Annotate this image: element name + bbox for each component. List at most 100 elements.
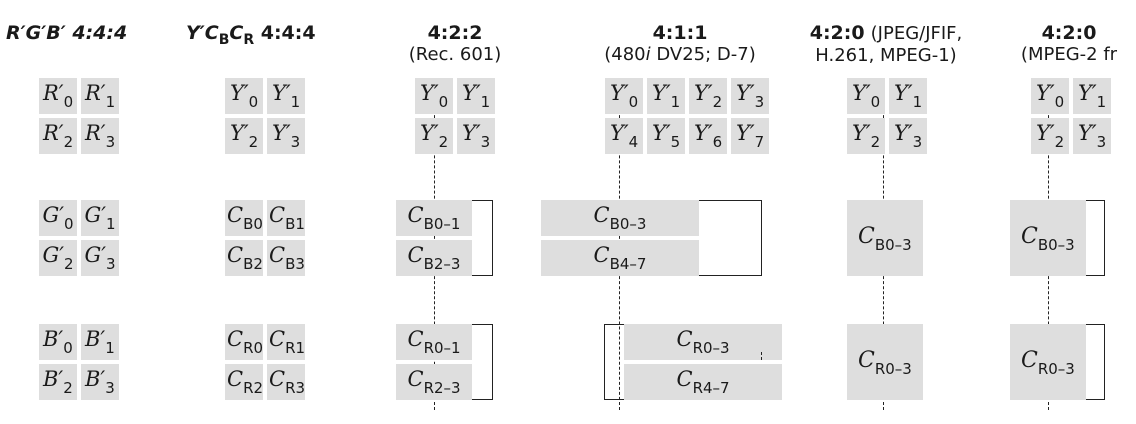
ycc-cb1-cell: CB1 bbox=[267, 200, 305, 236]
heading-420-jpeg-sub: H.261, MPEG-1) bbox=[815, 45, 957, 66]
heading-411-sub: (480i DV25; D-7) bbox=[604, 44, 756, 65]
ycc-cb2-cell: CB2 bbox=[225, 240, 263, 276]
s411-cr-bracket bbox=[604, 324, 625, 400]
heading-420-jpeg-paren: (JPEG/JFIF, bbox=[870, 23, 963, 44]
heading-420-mpeg2: 4:2:0 (MPEG-2 fr bbox=[1002, 22, 1136, 66]
s411-cb03-cell-label: CB0–3 bbox=[593, 203, 647, 233]
s422-cr01-cell-label: CR0–1 bbox=[407, 327, 461, 357]
rgb-r2-cell-label: R′2 bbox=[43, 121, 74, 151]
s411-cr47-cell: CR4–7 bbox=[624, 364, 782, 400]
ycc-cr2-cell: CR2 bbox=[225, 364, 263, 400]
ycc-cb0-cell-label: CB0 bbox=[227, 203, 263, 233]
rgb-b1-cell-label: B′1 bbox=[85, 327, 115, 357]
rgb-r0-cell: R′0 bbox=[39, 78, 77, 114]
ycc-cb1-cell-label: CB1 bbox=[269, 203, 305, 233]
rgb-b0-cell-label: B′0 bbox=[43, 327, 73, 357]
rgb-b3-cell: B′3 bbox=[81, 364, 119, 400]
s422-y0-cell: Y′0 bbox=[415, 78, 453, 114]
heading-420-jpeg-title: 4:2:0 bbox=[809, 22, 865, 44]
heading-422: 4:2:2 (Rec. 601) bbox=[395, 22, 515, 66]
rgb-b3-cell-label: B′3 bbox=[85, 367, 115, 397]
rgb-r2-cell: R′2 bbox=[39, 118, 77, 154]
rgb-r3-cell-label: R′3 bbox=[85, 121, 116, 151]
s420jpeg-y0-cell: Y′0 bbox=[847, 78, 885, 114]
s411-y5-cell-label: Y′5 bbox=[652, 121, 681, 151]
rgb-r1-cell: R′1 bbox=[81, 78, 119, 114]
ycc-y3-cell-label: Y′3 bbox=[272, 121, 301, 151]
s422-y2-cell-label: Y′2 bbox=[420, 121, 449, 151]
s420mpeg2-cb-cell: CB0–3 bbox=[1010, 200, 1086, 276]
rgb-b2-cell: B′2 bbox=[39, 364, 77, 400]
heading-rgb444: R′G′B′ 4:4:4 bbox=[6, 22, 127, 44]
s420mpeg2-y1-cell: Y′1 bbox=[1073, 78, 1111, 114]
s411-y1-cell: Y′1 bbox=[647, 78, 685, 114]
heading-422-title: 4:2:2 bbox=[427, 22, 483, 44]
s420jpeg-y1-cell-label: Y′1 bbox=[894, 81, 923, 111]
s420jpeg-cr-cell-label: CR0–3 bbox=[858, 348, 912, 378]
ycc-y2-cell: Y′2 bbox=[225, 118, 263, 154]
s420mpeg2-y0-cell: Y′0 bbox=[1031, 78, 1069, 114]
s420mpeg2-cb-cell-label: CB0–3 bbox=[1021, 224, 1075, 254]
rgb-g0-cell-label: G′0 bbox=[42, 203, 74, 233]
s411-y3-cell-label: Y′3 bbox=[736, 81, 765, 111]
s420jpeg-cb-cell-label: CB0–3 bbox=[858, 224, 912, 254]
s420jpeg-cr-cell: CR0–3 bbox=[847, 324, 923, 400]
s422-cb23-cell-label: CB2–3 bbox=[407, 243, 461, 273]
s411-y5-cell: Y′5 bbox=[647, 118, 685, 154]
s411-y2-cell: Y′2 bbox=[689, 78, 727, 114]
rgb-r0-cell-label: R′0 bbox=[43, 81, 74, 111]
s422-cr23-cell-label: CR2–3 bbox=[407, 367, 461, 397]
ycc-y1-cell-label: Y′1 bbox=[272, 81, 301, 111]
s420jpeg-y2-cell-label: Y′2 bbox=[852, 121, 881, 151]
rgb-g2-cell: G′2 bbox=[39, 240, 77, 276]
s422-cb-bracket bbox=[472, 200, 493, 276]
s420mpeg2-y3-cell-label: Y′3 bbox=[1078, 121, 1107, 151]
ycc-cr1-cell: CR1 bbox=[267, 324, 305, 360]
s420mpeg2-cb-bracket bbox=[1086, 200, 1105, 276]
s411-cb47-cell-label: CB4–7 bbox=[593, 243, 647, 273]
s422-y0-cell-label: Y′0 bbox=[420, 81, 449, 111]
s422-cr-bracket bbox=[472, 324, 493, 400]
s420jpeg-y3-cell: Y′3 bbox=[889, 118, 927, 154]
s411-y7-cell-label: Y′7 bbox=[736, 121, 765, 151]
s411-cb03-cell: CB0–3 bbox=[541, 200, 699, 236]
ycc-y0-cell: Y′0 bbox=[225, 78, 263, 114]
s420mpeg2-y2-cell-label: Y′2 bbox=[1036, 121, 1065, 151]
heading-ycbcr444-text: Y′CBCR 4:4:4 bbox=[186, 22, 316, 48]
s422-y3-cell-label: Y′3 bbox=[462, 121, 491, 151]
rgb-b1-cell: B′1 bbox=[81, 324, 119, 360]
s411-y2-cell-label: Y′2 bbox=[694, 81, 723, 111]
s420jpeg-cb-cell: CB0–3 bbox=[847, 200, 923, 276]
s422-cr01-cell: CR0–1 bbox=[396, 324, 472, 360]
s411-y4-cell-label: Y′4 bbox=[610, 121, 639, 151]
s420jpeg-y0-cell-label: Y′0 bbox=[852, 81, 881, 111]
s411-y6-cell-label: Y′6 bbox=[694, 121, 723, 151]
rgb-g1-cell: G′1 bbox=[81, 200, 119, 236]
ycc-cb3-cell-label: CB3 bbox=[269, 243, 305, 273]
s411-y1-cell-label: Y′1 bbox=[652, 81, 681, 111]
rgb-g0-cell: G′0 bbox=[39, 200, 77, 236]
heading-422-sub: (Rec. 601) bbox=[408, 44, 502, 65]
ycc-cb2-cell-label: CB2 bbox=[227, 243, 263, 273]
s411-y0-cell: Y′0 bbox=[605, 78, 643, 114]
s420mpeg2-cr-cell: CR0–3 bbox=[1010, 324, 1086, 400]
s411-cr03-cell-label: CR0–3 bbox=[676, 327, 730, 357]
heading-rgb444-prime: R′G′B′ 4:4:4 bbox=[6, 22, 128, 44]
s420mpeg2-cr-cell-label: CR0–3 bbox=[1021, 348, 1075, 378]
ycc-y1-cell: Y′1 bbox=[267, 78, 305, 114]
s411-y7-cell: Y′7 bbox=[731, 118, 769, 154]
s422-y1-cell-label: Y′1 bbox=[462, 81, 491, 111]
heading-420-mpeg2-title: 4:2:0 bbox=[1041, 22, 1097, 44]
s411-cb47-cell: CB4–7 bbox=[541, 240, 699, 276]
s422-y3-cell: Y′3 bbox=[457, 118, 495, 154]
heading-411: 4:1:1 (480i DV25; D-7) bbox=[580, 22, 780, 66]
rgb-g3-cell-label: G′3 bbox=[84, 243, 116, 273]
s420mpeg2-y3-cell: Y′3 bbox=[1073, 118, 1111, 154]
heading-411-title: 4:1:1 bbox=[652, 22, 708, 44]
s420jpeg-y1-cell: Y′1 bbox=[889, 78, 927, 114]
ycc-y3-cell: Y′3 bbox=[267, 118, 305, 154]
ycc-cr2-cell-label: CR2 bbox=[227, 367, 264, 397]
s420mpeg2-y2-cell: Y′2 bbox=[1031, 118, 1069, 154]
ycc-y0-cell-label: Y′0 bbox=[230, 81, 259, 111]
s422-cr23-cell: CR2–3 bbox=[396, 364, 472, 400]
